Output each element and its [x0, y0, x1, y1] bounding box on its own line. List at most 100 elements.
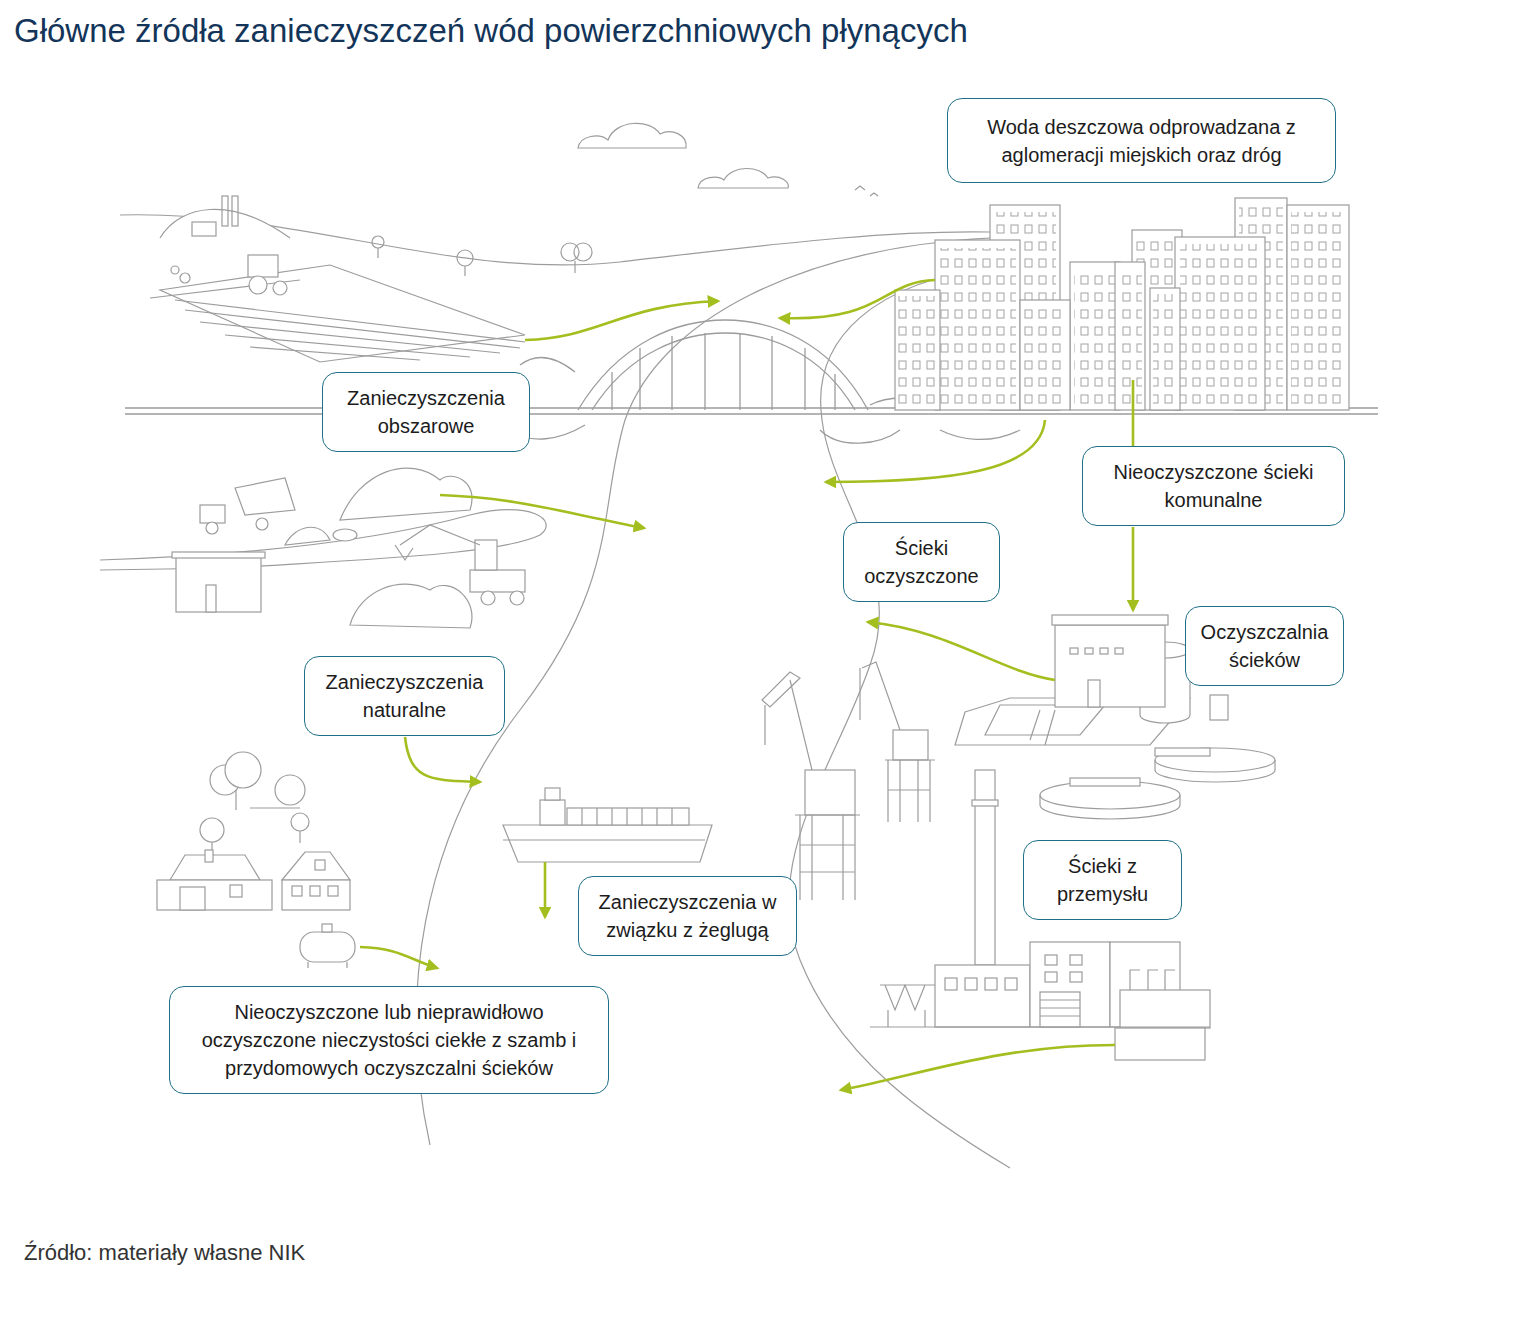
houses-part	[212, 831, 300, 856]
landscape-part	[855, 186, 878, 196]
cranes-part	[893, 730, 928, 760]
city	[895, 198, 1349, 410]
landfill-part	[100, 510, 546, 570]
landfill-part	[206, 585, 216, 612]
landscape-part	[232, 196, 238, 226]
bridge-part	[612, 333, 835, 410]
flow-arrow-part	[868, 622, 1055, 680]
houses-part	[322, 924, 332, 932]
landscape-part	[160, 209, 290, 238]
landscape-part	[578, 123, 686, 148]
ship	[503, 788, 712, 862]
landscape-part	[222, 196, 228, 226]
factory-part	[975, 770, 995, 965]
label-box: Ścieki z przemysłu	[1023, 840, 1182, 920]
landfill	[100, 468, 546, 628]
cranes-part	[859, 668, 860, 720]
factory-part	[1045, 955, 1057, 965]
city-part	[1287, 205, 1349, 410]
box-text: Nieoczyszczone lub nieprawidłowo oczyszc…	[184, 998, 594, 1082]
city-part	[1175, 237, 1265, 410]
box-text: Zanieczyszczenia naturalne	[319, 668, 490, 724]
box-text: Oczyszczalnia ścieków	[1200, 618, 1329, 674]
cranes-part	[805, 770, 855, 815]
factory-part	[1030, 942, 1110, 1027]
city-part	[1070, 262, 1120, 410]
label-box: Nieoczyszczone ścieki komunalne	[1082, 446, 1345, 526]
label-box: Oczyszczalnia ścieków	[1185, 606, 1344, 686]
field-tractor	[150, 255, 525, 362]
flow-arrow-part	[405, 737, 480, 782]
ship-part	[540, 800, 565, 825]
factory-part	[1115, 1028, 1205, 1060]
label-box: Zanieczyszczenia naturalne	[304, 656, 505, 736]
factory-part	[1040, 992, 1080, 1027]
label-box: Ścieki oczyszczone	[843, 522, 1000, 602]
field-tractor-part	[273, 281, 287, 295]
treatment-plant-part	[1040, 795, 1180, 819]
cranes-part	[795, 815, 860, 900]
diagram-title: Główne źródła zanieczyszczeń wód powierz…	[14, 12, 968, 50]
houses	[157, 752, 355, 968]
flow-arrow-part	[841, 1045, 1115, 1090]
city-part	[1153, 294, 1177, 406]
landfill-part	[340, 468, 472, 520]
source-caption: Źródło: materiały własne NIK	[24, 1240, 305, 1266]
bridge-part	[592, 333, 855, 410]
cranes-part	[765, 680, 812, 770]
city-part	[1291, 212, 1345, 406]
landscape-part	[192, 222, 216, 236]
landfill-part	[395, 545, 413, 560]
ship-part	[582, 808, 672, 825]
flow-arrow-part	[440, 495, 644, 528]
landfill-part	[510, 591, 524, 605]
factory-part	[972, 800, 998, 806]
houses-part	[250, 807, 300, 808]
treatment-plant-part	[1115, 648, 1123, 654]
label-box: Woda deszczowa odprowadzana z aglomeracj…	[947, 98, 1336, 183]
flow-arrow-part	[360, 947, 437, 968]
treatment-plant-part	[1055, 625, 1165, 707]
houses-part	[275, 775, 305, 805]
label-box: Zanieczyszczenia obszarowe	[322, 372, 530, 452]
box-text: Nieoczyszczone ścieki komunalne	[1097, 458, 1330, 514]
landscape-part	[372, 236, 384, 248]
city-part	[1150, 288, 1180, 410]
landfill-part	[481, 591, 495, 605]
city-part	[898, 296, 936, 406]
landfill-part	[172, 552, 265, 558]
treatment-plant-part	[1155, 748, 1210, 756]
flow-arrow-part	[525, 301, 718, 340]
factory-part	[1040, 1000, 1080, 1016]
landfill-part	[400, 525, 480, 545]
landscape-part	[574, 261, 575, 273]
factory	[870, 770, 1210, 1060]
houses-part	[300, 932, 355, 962]
factory-part	[965, 978, 977, 990]
factory-part	[870, 1010, 1210, 1027]
treatment-plant-part	[1155, 748, 1275, 772]
houses-part	[310, 886, 320, 896]
landscape	[120, 123, 1378, 1168]
houses-part	[180, 887, 205, 910]
bridge-part	[578, 320, 868, 410]
landfill-part	[333, 529, 357, 541]
houses-part	[291, 813, 309, 831]
houses-part	[235, 790, 236, 810]
landfill-part	[235, 478, 295, 515]
landfill-part	[470, 570, 525, 592]
field-tractor-part	[180, 273, 190, 283]
factory-part	[1070, 972, 1082, 982]
city-part	[935, 240, 1020, 410]
field-tractor-part	[150, 280, 300, 298]
field-tractor-part	[248, 255, 278, 277]
city-part	[1074, 268, 1116, 406]
houses-part	[292, 886, 302, 896]
factory-part	[1070, 955, 1082, 965]
city-part	[1115, 262, 1145, 410]
houses-part	[225, 752, 261, 788]
box-text: Woda deszczowa odprowadzana z aglomeracj…	[962, 113, 1321, 169]
city-part	[1180, 244, 1260, 406]
houses-part	[328, 886, 338, 896]
field-tractor-part	[249, 276, 267, 294]
